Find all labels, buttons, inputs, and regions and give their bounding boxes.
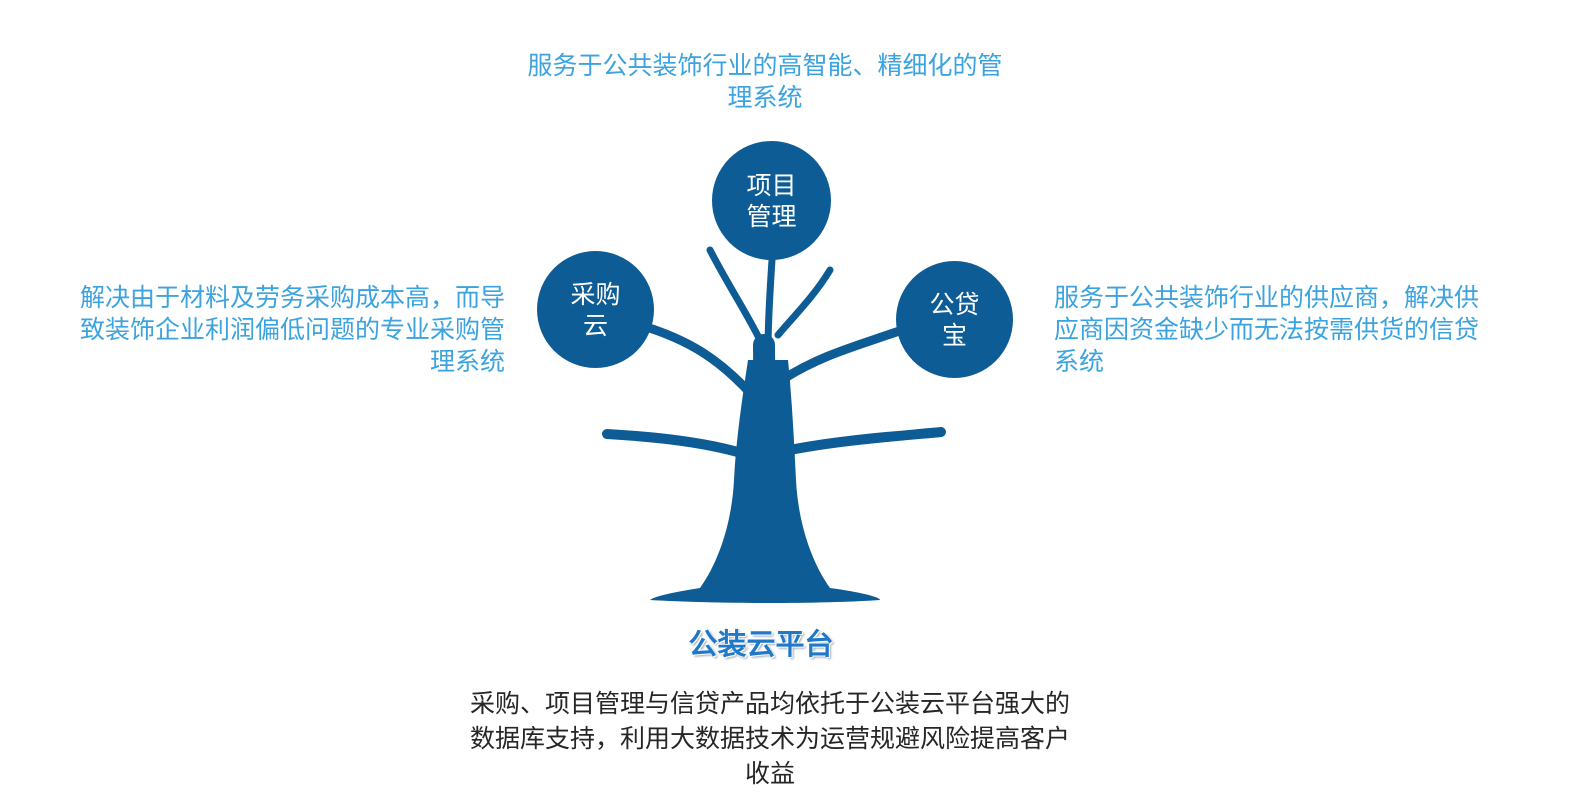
platform-title: 公装云平台 [688,627,834,661]
branch-right-long [785,427,946,455]
branch-to-procurement [635,320,757,400]
procurement-cloud-description: 解决由于材料及劳务采购成本高，而导致装饰企业利润偏低问题的专业采购管理系统 [79,283,505,376]
procurement-cloud-label: 采购云 [570,279,621,340]
branch-to-credit [777,325,907,385]
project-management-description: 服务于公共装饰行业的高智能、精细化的管理系统 [527,51,1003,112]
branch-left-long [602,429,753,460]
tree-trunk [650,360,880,603]
project-management-label: 项目管理 [746,170,797,231]
credit-treasure-label: 公贷宝 [929,289,980,350]
procurement-cloud-node: 采购云 [537,251,654,368]
summary-text: 采购、项目管理与信贷产品均依托于公装云平台强大的数据库支持，利用大数据技术为运营… [469,689,1070,788]
branch-top-right [774,266,834,339]
project-management-node: 项目管理 [712,141,831,260]
branch-center-stem [753,334,779,481]
branch-top-left [706,246,764,344]
credit-treasure-node: 公贷宝 [896,261,1013,378]
credit-treasure-description: 服务于公共装饰行业的供应商，解决供应商因资金缺少而无法按需供货的信贷系统 [1054,283,1480,376]
